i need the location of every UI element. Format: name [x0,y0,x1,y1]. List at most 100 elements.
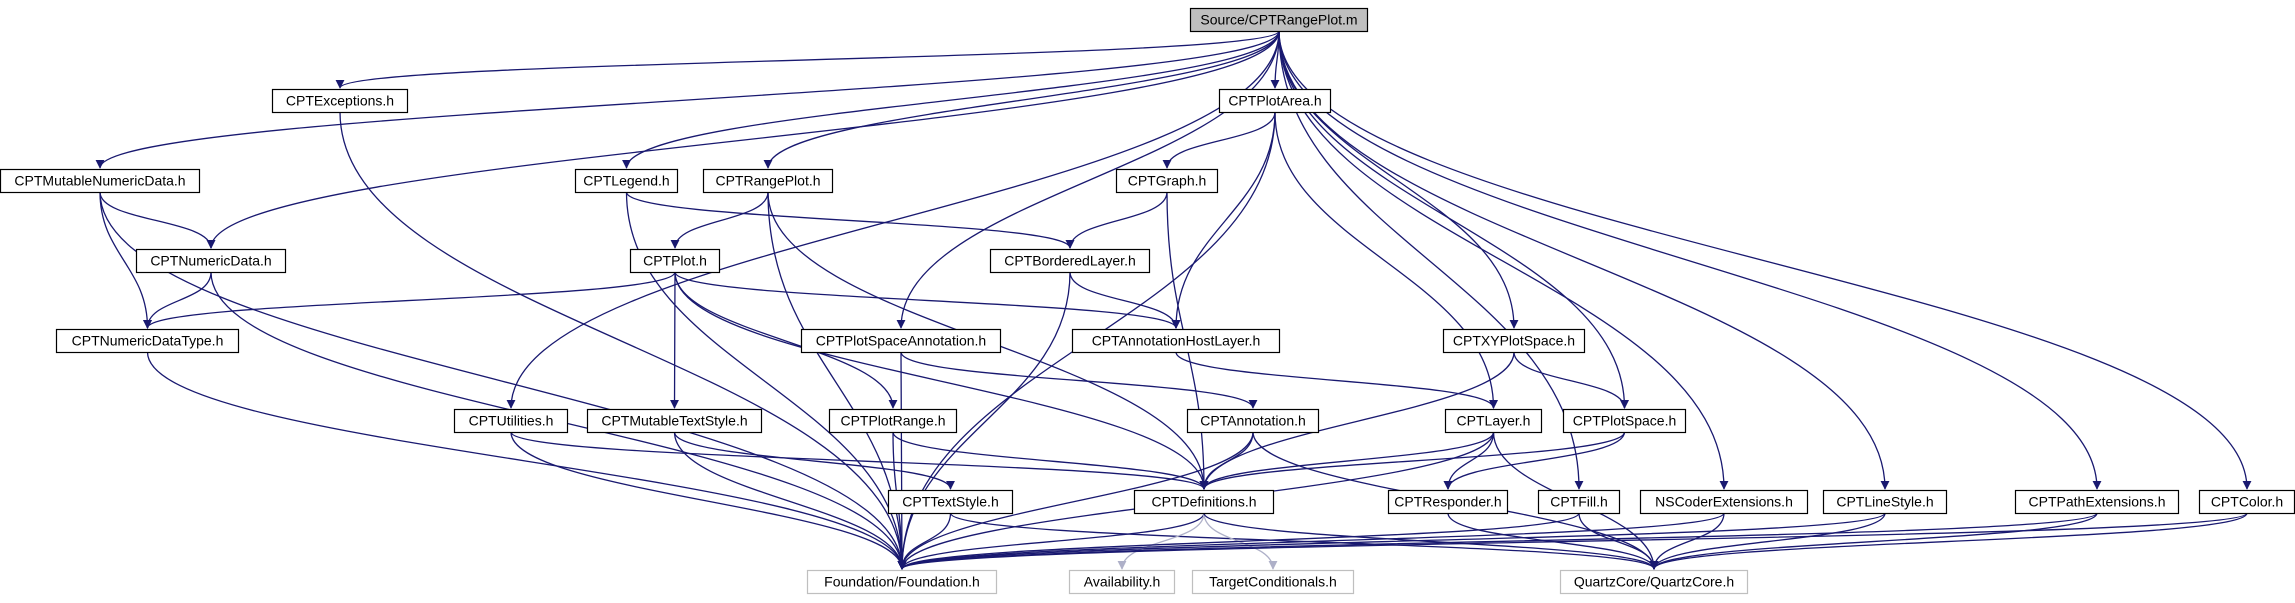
node-label-responder: CPTResponder.h [1394,494,1501,510]
node-label-linestyle: CPTLineStyle.h [1836,494,1933,510]
node-label-quartz: QuartzCore/QuartzCore.h [1574,574,1734,590]
node-label-exceptions: CPTExceptions.h [286,93,394,109]
node-annhost[interactable]: CPTAnnotationHostLayer.h [1071,328,1281,354]
node-availability[interactable]: Availability.h [1068,569,1176,595]
node-root[interactable]: Source/CPTRangePlot.m [1189,7,1369,33]
node-box-responder [1387,489,1509,515]
node-exceptions[interactable]: CPTExceptions.h [271,88,409,114]
node-box-availability [1068,569,1176,595]
node-annotation[interactable]: CPTAnnotation.h [1186,408,1320,434]
edge-psannot-to-foundation [897,351,907,570]
edge-utilities-to-foundation [510,431,907,570]
node-label-pathext: CPTPathExtensions.h [2029,494,2166,510]
edge-annhost-to-layer [1175,351,1498,409]
edge-utilities-to-definitions [510,431,1209,490]
node-rangeplot[interactable]: CPTRangePlot.h [702,168,834,194]
edge-plotspace-to-responder [1443,431,1626,490]
node-label-annhost: CPTAnnotationHostLayer.h [1092,333,1261,349]
edge-definitions-to-foundation [897,512,1205,570]
edge-color-to-foundation [897,512,2248,570]
node-box-bordered [989,248,1151,274]
edge-bordered-to-foundation [897,271,1071,570]
edge-root-to-pathext [1278,30,2102,490]
node-xyps[interactable]: CPTXYPlotSpace.h [1442,328,1586,354]
node-graph[interactable]: CPTGraph.h [1115,168,1219,194]
node-plot[interactable]: CPTPlot.h [629,248,721,274]
node-box-plot [629,248,721,274]
node-label-muttext: CPTMutableTextStyle.h [601,413,747,429]
node-label-graph: CPTGraph.h [1128,173,1207,189]
node-plotspace[interactable]: CPTPlotSpace.h [1562,408,1687,434]
edge-plotarea-to-layer [1274,111,1498,409]
node-psannot[interactable]: CPTPlotSpaceAnnotation.h [800,328,1002,354]
node-label-numdata: CPTNumericData.h [150,253,271,269]
edge-bordered-to-annhost [1069,271,1181,329]
node-muttext[interactable]: CPTMutableTextStyle.h [586,408,763,434]
node-utilities[interactable]: CPTUtilities.h [453,408,569,434]
edge-muttext-to-foundation [673,431,907,570]
node-label-targetcond: TargetConditionals.h [1209,574,1337,590]
edge-root-to-exceptions [335,30,1280,89]
node-nscoder[interactable]: NSCoderExtensions.h [1639,489,1809,515]
node-box-numtype [55,328,240,354]
edge-fill-to-quartz [1578,512,1659,570]
node-box-targetcond [1191,569,1355,595]
node-label-root: Source/CPTRangePlot.m [1200,12,1357,28]
edge-exceptions-to-foundation [339,111,907,570]
node-box-mutnum [0,168,201,194]
edge-graph-to-bordered [1065,191,1168,249]
edge-plot-to-definitions [674,271,1209,490]
node-legend[interactable]: CPTLegend.h [574,168,679,194]
dependency-edges [95,30,2252,570]
node-box-nscoder [1639,489,1809,515]
edge-nscoder-to-foundation [897,512,1725,570]
edge-root-to-mutnum [95,30,1280,169]
node-linestyle[interactable]: CPTLineStyle.h [1822,489,1948,515]
node-mutnum[interactable]: CPTMutableNumericData.h [0,168,201,194]
edge-plot-to-annhost [674,271,1181,329]
node-box-foundation [806,569,998,595]
node-box-textstyle [887,489,1014,515]
node-label-legend: CPTLegend.h [583,173,669,189]
node-quartz[interactable]: QuartzCore/QuartzCore.h [1559,569,1749,595]
node-definitions[interactable]: CPTDefinitions.h [1133,489,1275,515]
edge-plot-to-plotrange [674,271,898,409]
node-fill[interactable]: CPTFill.h [1537,489,1621,515]
node-numtype[interactable]: CPTNumericDataType.h [55,328,240,354]
edge-rangeplot-to-foundation [767,191,907,570]
node-label-mutnum: CPTMutableNumericData.h [14,173,185,189]
edge-legend-to-bordered [625,191,1075,249]
node-foundation[interactable]: Foundation/Foundation.h [806,569,998,595]
node-label-definitions: CPTDefinitions.h [1151,494,1256,510]
edge-color-to-quartz [1649,512,2248,570]
edge-mutnum-to-numtype [99,191,152,329]
node-label-rangeplot: CPTRangePlot.h [715,173,820,189]
node-numdata[interactable]: CPTNumericData.h [135,248,287,274]
node-label-color: CPTColor.h [2211,494,2283,510]
node-textstyle[interactable]: CPTTextStyle.h [887,489,1014,515]
edge-plot-to-muttext [670,271,680,409]
edge-pathext-to-quartz [1649,512,2098,570]
node-targetcond[interactable]: TargetConditionals.h [1191,569,1355,595]
node-label-availability: Availability.h [1084,574,1161,590]
node-label-plotrange: CPTPlotRange.h [840,413,945,429]
edge-layer-to-definitions [1199,431,1495,490]
node-pathext[interactable]: CPTPathExtensions.h [2014,489,2180,515]
node-label-fill: CPTFill.h [1550,494,1608,510]
node-bordered[interactable]: CPTBorderedLayer.h [989,248,1151,274]
edge-plot-to-numtype [143,271,676,329]
node-layer[interactable]: CPTLayer.h [1444,408,1543,434]
node-responder[interactable]: CPTResponder.h [1387,489,1509,515]
edge-nscoder-to-quartz [1649,512,1725,570]
node-color[interactable]: CPTColor.h [2198,489,2295,515]
node-box-rangeplot [702,168,834,194]
node-label-nscoder: NSCoderExtensions.h [1655,494,1793,510]
node-label-foundation: Foundation/Foundation.h [824,574,980,590]
node-plotrange[interactable]: CPTPlotRange.h [828,408,958,434]
node-label-xyps: CPTXYPlotSpace.h [1453,333,1575,349]
node-box-exceptions [271,88,409,114]
node-plotarea[interactable]: CPTPlotArea.h [1218,88,1332,114]
node-label-utilities: CPTUtilities.h [469,413,554,429]
edge-plotspace-to-definitions [1199,431,1626,490]
